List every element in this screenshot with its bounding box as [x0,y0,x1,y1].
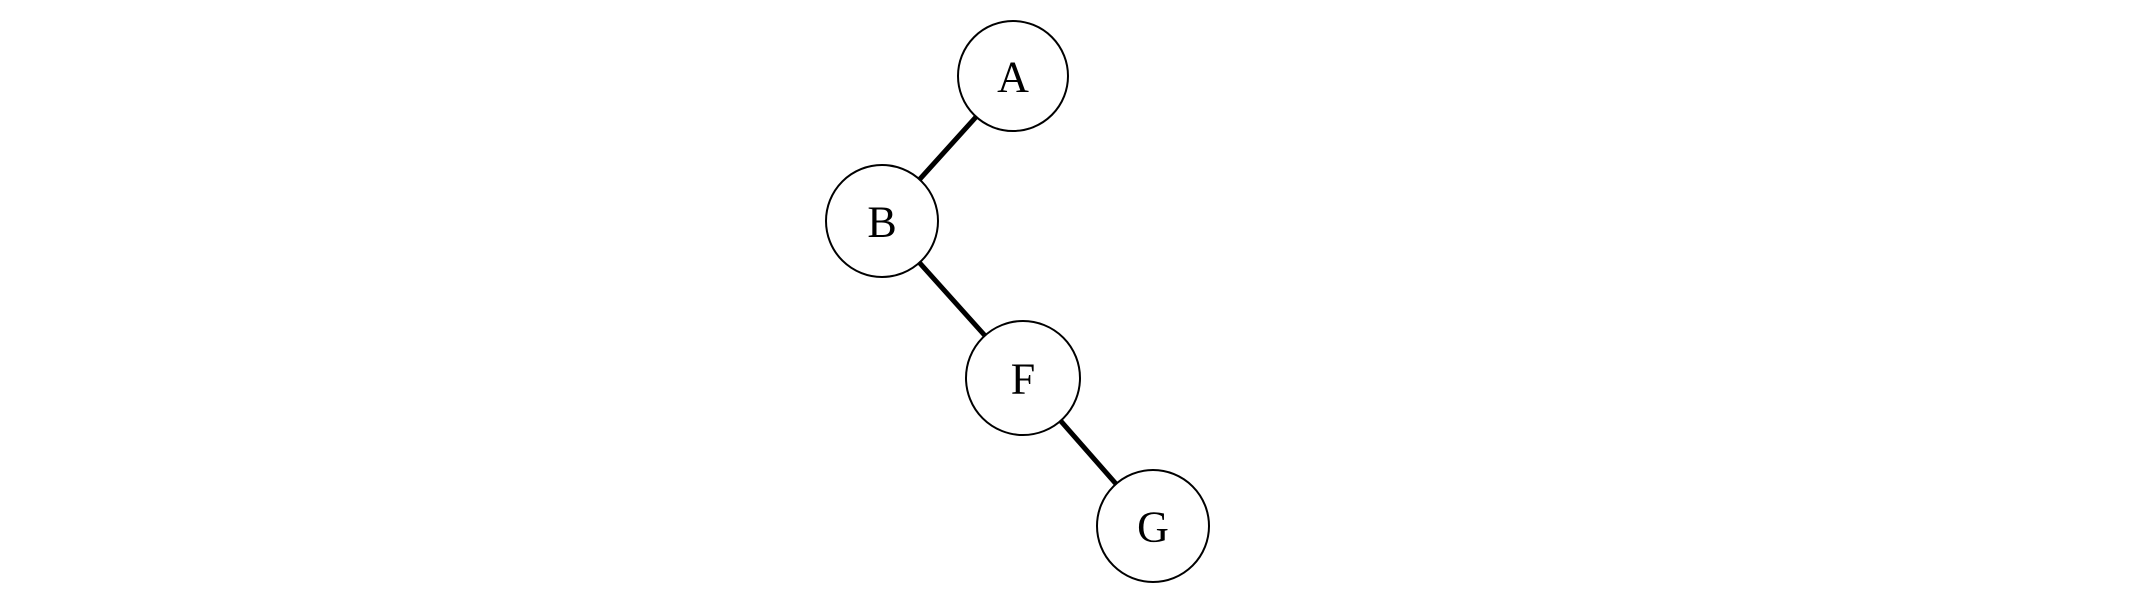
graph-node-A[interactable]: A [957,20,1069,132]
graph-node-B[interactable]: B [825,164,939,278]
node-circle-B[interactable] [825,164,939,278]
graph-node-F[interactable]: F [965,320,1081,436]
node-label-F: F [1011,355,1035,404]
node-circle-A[interactable] [957,20,1069,132]
node-label-B: B [867,198,896,247]
node-circle-F[interactable] [965,320,1081,436]
edge-layer [880,74,1155,528]
node-layer: A B F G [825,20,1210,583]
node-circle-G[interactable] [1096,469,1210,583]
node-label-A: A [997,53,1029,102]
graph-node-G[interactable]: G [1096,469,1210,583]
node-label-G: G [1137,503,1169,552]
